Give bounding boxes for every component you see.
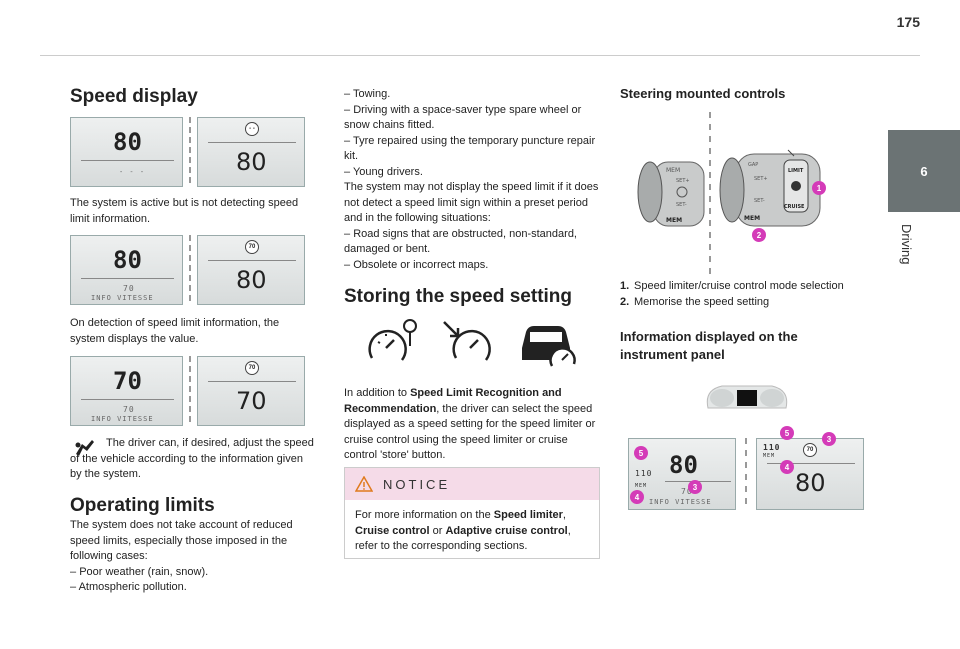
list-item: – Towing. <box>344 88 391 100</box>
notice-text: For more information on the Speed limite… <box>355 509 571 552</box>
callout-4: 4 <box>630 490 644 504</box>
separator <box>706 112 714 274</box>
svg-text:MEM: MEM <box>744 215 760 222</box>
callout-1: 1 <box>812 181 826 195</box>
paragraph: The system may not display the speed lim… <box>344 181 599 224</box>
speedometer-limiter-icon <box>368 319 417 361</box>
svg-text:SET-: SET- <box>754 198 765 204</box>
svg-text:LIMIT: LIMIT <box>788 168 804 174</box>
callout-5b: 5 <box>780 426 794 440</box>
display-left-3: 70 70 INFO VITESSE <box>70 356 183 426</box>
display-right-2: 70 80 <box>197 235 305 305</box>
list-item: – Driving with a space-saver type spare … <box>344 103 582 132</box>
operating-limits-title: Operating limits <box>70 495 215 516</box>
svg-text:GAP: GAP <box>748 162 758 168</box>
list-item: – Young drivers. <box>344 165 423 178</box>
header-rule <box>40 55 920 56</box>
page-number: 175 <box>896 14 920 30</box>
chapter-tab[interactable]: 6 <box>888 130 960 212</box>
display-right-3: 70 70 <box>197 356 305 426</box>
display-left-2: 80 70 INFO VITESSE <box>70 235 183 305</box>
svg-text:SET-: SET- <box>676 202 687 208</box>
info-display-right: 110 MEM 70 80 <box>756 438 864 510</box>
notice-heading: NOTICE <box>383 476 451 492</box>
speed-sign-icon: 70 <box>245 361 259 375</box>
speedometer-cruise-icon <box>443 321 491 361</box>
operating-limits-para: The system does not take account of redu… <box>70 519 293 562</box>
callout-4b: 4 <box>780 460 794 474</box>
speed-display-para2: On detection of speed limit information,… <box>70 317 280 345</box>
separator <box>186 235 194 305</box>
separator <box>742 438 750 510</box>
instrument-panel-icon <box>706 385 788 409</box>
display-right-1: - - 80 <box>197 117 305 187</box>
speed-sign-icon: 70 <box>803 443 817 457</box>
svg-text:MEM: MEM <box>666 217 682 224</box>
list-item: 1.Speed limiter/cruise control mode sele… <box>620 280 844 292</box>
notice-box: NOTICE For more information on the Speed… <box>344 467 600 559</box>
speed-display-title: Speed display <box>70 86 198 107</box>
list-item: – Atmospheric pollution. <box>70 581 187 593</box>
display-left-1: 80 - - - <box>70 117 183 187</box>
chapter-label: Driving <box>899 224 914 265</box>
callout-2: 2 <box>752 228 766 242</box>
list-item: – Road signs that are obstructed, non-st… <box>344 227 577 256</box>
steering-list: 1.Speed limiter/cruise control mode sele… <box>620 279 880 310</box>
speed-sign-icon: - - <box>245 122 259 136</box>
svg-text:CRUISE: CRUISE <box>784 204 805 210</box>
callout-3b: 3 <box>822 432 836 446</box>
list-item: – Poor weather (rain, snow). <box>70 566 209 578</box>
steering-title: Steering mounted controls <box>620 86 786 101</box>
storing-title: Storing the speed setting <box>344 286 573 307</box>
list-item: – Tyre repaired using the temporary punc… <box>344 134 596 163</box>
svg-text:SET+: SET+ <box>676 178 690 184</box>
list-item: 2.Memorise the speed setting <box>620 295 770 308</box>
right-stalk-illustration: LIMIT CRUISE GAP SET+ SET- MEM <box>719 149 821 227</box>
column2-text: – Towing. – Driving with a space-saver t… <box>344 87 600 273</box>
svg-text:SET+: SET+ <box>754 176 768 182</box>
left-stalk-illustration: MEM SET+ SET- MEM <box>637 161 705 227</box>
speed-sign-icon: 70 <box>245 240 259 254</box>
storing-para: In addition to Speed Limit Recognition a… <box>344 387 596 461</box>
info-panel-title: Information displayed on the instrument … <box>620 329 798 362</box>
separator <box>186 117 194 187</box>
callout-5: 5 <box>634 446 648 460</box>
tip-icon <box>75 440 94 456</box>
notice-header: NOTICE <box>345 468 599 500</box>
adaptive-cruise-icon <box>522 326 576 367</box>
warning-triangle-icon <box>355 476 373 492</box>
list-item: – Obsolete or incorrect maps. <box>344 258 489 271</box>
separator <box>186 356 194 426</box>
tip-text: The driver can, if desired, adjust the s… <box>70 437 314 480</box>
callout-3: 3 <box>688 480 702 494</box>
svg-text:MEM: MEM <box>666 167 680 174</box>
speed-display-para1: The system is active but is not detectin… <box>70 197 299 225</box>
